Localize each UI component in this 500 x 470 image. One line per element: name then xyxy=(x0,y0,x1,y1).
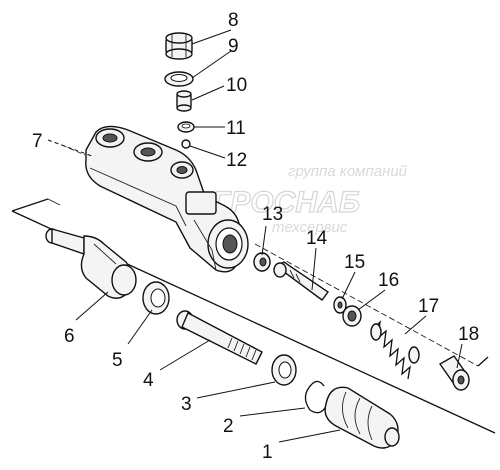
part-9-washer xyxy=(164,71,194,87)
label-3: 3 xyxy=(181,394,192,415)
label-1: 1 xyxy=(262,442,273,463)
part-3-washer xyxy=(271,354,297,386)
part-16-bushing xyxy=(342,305,362,327)
part-4-bolt xyxy=(176,310,263,365)
watermark-line2: ГРОСНАБ xyxy=(212,186,360,219)
part-5-ring xyxy=(142,281,170,315)
frame-left-top xyxy=(11,198,49,212)
label-8: 8 xyxy=(228,10,239,31)
label-11: 11 xyxy=(226,118,246,139)
part-13-nut xyxy=(253,252,271,272)
watermark: группа компаний ГРОСНАБ техсервис xyxy=(211,163,408,236)
frame-right-top xyxy=(477,356,489,367)
label-15: 15 xyxy=(344,252,365,273)
part-11-ring xyxy=(177,121,195,133)
part-10-fitting xyxy=(176,90,192,112)
axis-line-upper xyxy=(61,144,86,156)
part-17-spring xyxy=(370,320,420,380)
part-14-rod xyxy=(273,261,329,301)
axis-line-right xyxy=(254,243,479,367)
label-5: 5 xyxy=(112,350,123,371)
part-7-housing xyxy=(85,125,249,273)
part-15-washer xyxy=(333,296,347,314)
part-8-plug-nut xyxy=(165,32,193,60)
label-14: 14 xyxy=(306,228,328,249)
part-6-shaft-end xyxy=(45,228,137,299)
part-12-ball xyxy=(181,139,191,149)
label-13: 13 xyxy=(262,204,283,225)
label-16: 16 xyxy=(378,270,399,291)
watermark-line3: техсервис xyxy=(272,219,348,236)
label-7: 7 xyxy=(32,131,43,152)
label-6: 6 xyxy=(64,326,75,347)
part-18-sleeve xyxy=(438,355,470,391)
label-18: 18 xyxy=(458,324,479,345)
label-12: 12 xyxy=(226,150,247,171)
part-1-boot xyxy=(324,386,400,449)
label-9: 9 xyxy=(228,36,239,57)
label-10: 10 xyxy=(226,75,247,96)
frame-tick xyxy=(47,198,61,206)
callout-labels: 8 9 10 11 12 7 13 14 15 16 17 18 6 5 4 3… xyxy=(32,10,479,463)
watermark-line1: группа компаний xyxy=(288,163,408,180)
part-2-snap-ring xyxy=(304,380,329,414)
label-2: 2 xyxy=(223,416,234,437)
label-17: 17 xyxy=(418,296,439,317)
label-4: 4 xyxy=(143,370,154,391)
leader-lines xyxy=(47,29,463,443)
